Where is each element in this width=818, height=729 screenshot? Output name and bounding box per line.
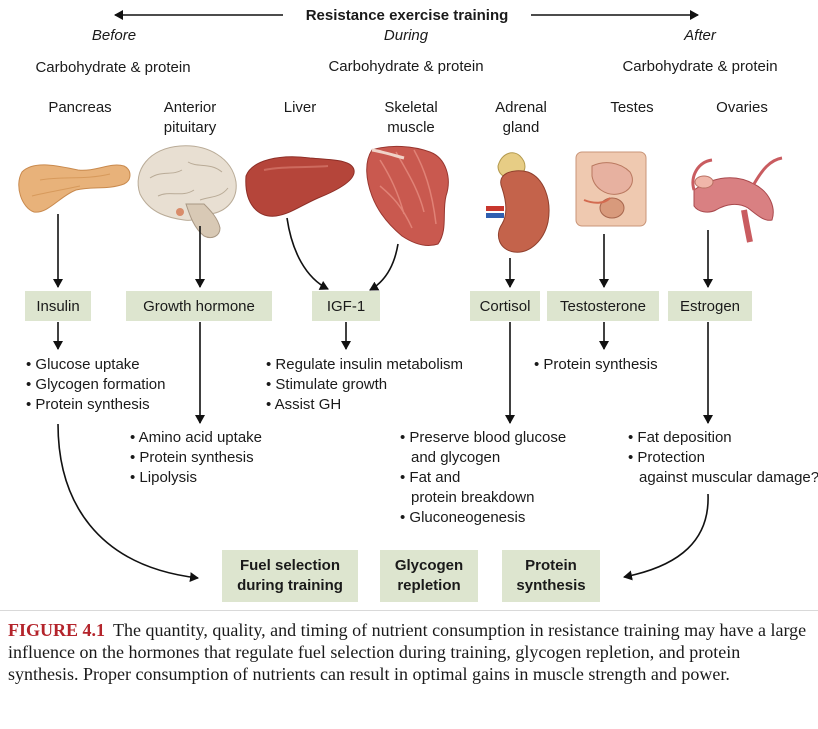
organ-label-pancreas: Pancreas [48, 99, 111, 116]
arrow-muscle-igf1 [369, 243, 399, 291]
caption-divider [0, 610, 818, 611]
hormone-diagram: Resistance exercise training Before Duri… [18, 7, 818, 602]
hormone-label-insulin: Insulin [36, 298, 79, 315]
hormone-label-igf1: IGF-1 [327, 298, 365, 315]
effect-insulin-1: • Glycogen formation [26, 376, 166, 393]
phase-before: Before [92, 27, 136, 44]
effect-testosterone-0: • Protein synthesis [534, 356, 658, 373]
hormone-box-cortisol: Cortisol [470, 291, 540, 321]
figure-label: FIGURE 4.1 [8, 620, 106, 640]
brain-pituitary-icon [137, 145, 237, 239]
hormone-box-igf1: IGF-1 [312, 291, 380, 321]
effect-igf1-0: • Regulate insulin metabolism [266, 356, 463, 373]
effect-cortisol-2: • Gluconeogenesis [400, 509, 525, 526]
arrow-estrogen-protein-synthesis [623, 493, 709, 581]
effect-igf1-2: • Assist GH [266, 396, 341, 413]
adrenal-gland-icon [486, 152, 550, 253]
skeletal-muscle-icon [366, 145, 449, 247]
organ-label-ovaries: Ovaries [716, 99, 768, 116]
effect-insulin-0: • Glucose uptake [26, 356, 140, 373]
effect-gh-0: • Amino acid uptake [130, 429, 262, 446]
phase-after: After [683, 27, 717, 44]
hormone-box-growth-hormone: Growth hormone [126, 291, 272, 321]
hormone-label-growth-hormone: Growth hormone [143, 298, 255, 315]
hormone-label-testosterone: Testosterone [560, 298, 646, 315]
effect-igf1-1: • Stimulate growth [266, 376, 387, 393]
hormone-box-insulin: Insulin [25, 291, 91, 321]
diagram-title: Resistance exercise training [306, 7, 509, 24]
effect-gh-1: • Protein synthesis [130, 449, 254, 466]
effect-insulin-2: • Protein synthesis [26, 396, 150, 413]
liver-icon [245, 156, 355, 217]
hormone-label-estrogen: Estrogen [680, 298, 740, 315]
arrow-liver-igf1 [286, 217, 329, 290]
effect-gh-2: • Lipolysis [130, 469, 197, 486]
testes-icon [575, 151, 647, 227]
hormone-box-testosterone: Testosterone [547, 291, 659, 321]
nutrient-label-before: Carbohydrate & protein [35, 59, 190, 76]
effect-estrogen-0: • Fat deposition [628, 429, 732, 446]
pancreas-icon [18, 164, 131, 213]
nutrient-label-after: Carbohydrate & protein [622, 58, 777, 75]
phase-during: During [384, 27, 429, 44]
organ-label-testes: Testes [610, 99, 653, 116]
ovaries-icon [691, 156, 783, 243]
figure-caption-text: The quantity, quality, and timing of nut… [8, 620, 807, 684]
hormone-label-cortisol: Cortisol [480, 298, 531, 315]
arrow-insulin-fuel-selection [57, 423, 199, 583]
nutrient-label-during: Carbohydrate & protein [328, 58, 483, 75]
organ-label-liver: Liver [284, 99, 317, 116]
hormone-box-estrogen: Estrogen [668, 291, 752, 321]
